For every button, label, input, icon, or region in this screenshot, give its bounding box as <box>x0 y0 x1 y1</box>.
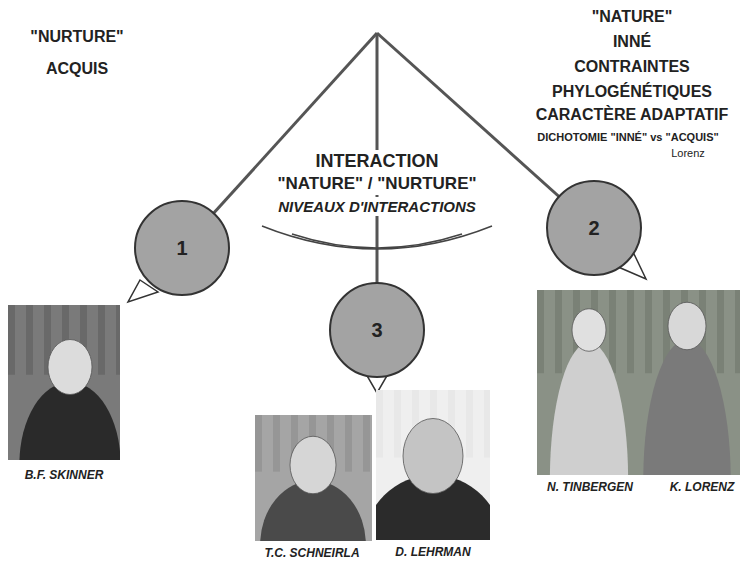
swing-arc <box>262 226 492 249</box>
figure-head <box>668 302 706 350</box>
photo-caption: B.F. SKINNER <box>25 468 104 482</box>
photo-detail <box>627 290 634 373</box>
figure-head <box>48 340 92 395</box>
swing-arc <box>292 234 462 248</box>
photo-detail <box>98 305 105 375</box>
photo-detail <box>255 415 262 472</box>
photo-detail <box>26 305 33 375</box>
figure-head <box>572 309 606 352</box>
portrait-photo: D. LEHRMAN <box>376 390 490 540</box>
figure-head <box>403 419 463 494</box>
photo-caption: K. LORENZ <box>670 480 735 494</box>
photo-detail <box>273 415 280 472</box>
photo-detail <box>345 415 352 472</box>
nurture-heading: ACQUIS <box>46 60 108 78</box>
photo-detail <box>537 290 544 373</box>
photo-detail <box>116 305 120 375</box>
callout-circle: 1 <box>133 199 231 297</box>
photo-detail <box>645 290 652 373</box>
circle-shape <box>135 201 229 295</box>
circle-shape <box>330 283 424 377</box>
nature-heading: "NATURE" <box>592 8 673 26</box>
photo-detail <box>363 415 370 472</box>
callout-number: 2 <box>588 217 599 240</box>
photo-caption: D. LEHRMAN <box>395 545 470 559</box>
nature-heading: CARACTÈRE ADAPTATIF <box>536 106 729 124</box>
center-heading: INTERACTION <box>310 150 445 173</box>
figure-body <box>643 340 730 476</box>
center-subheading: NIVEAUX D'INTERACTIONS <box>272 197 482 216</box>
photo-detail <box>609 290 616 373</box>
callout-circle: 2 <box>545 179 643 277</box>
photo-image <box>376 390 490 540</box>
center-heading: "NATURE" / "NURTURE" <box>271 173 482 195</box>
portrait-photo: T.C. SCHNEIRLA <box>255 415 372 541</box>
photo-caption: N. TINBERGEN <box>547 480 633 494</box>
portrait-photo: B.F. SKINNER <box>8 305 120 460</box>
photo-detail <box>484 390 490 458</box>
figure-body <box>550 343 628 476</box>
photo-image <box>537 290 740 475</box>
nature-heading: INNÉ <box>613 33 651 51</box>
circle-shape <box>547 181 641 275</box>
photo-image <box>8 305 120 460</box>
nature-note: DICHOTOMIE "INNÉ" vs "ACQUIS" <box>537 131 718 143</box>
photo-detail <box>555 290 562 373</box>
nurture-heading: "NURTURE" <box>30 28 123 46</box>
figure-head <box>290 436 336 494</box>
portrait-photo: N. TINBERGENK. LORENZ <box>537 290 740 475</box>
photo-detail <box>717 290 724 373</box>
nature-heading: CONTRAINTES <box>574 58 690 76</box>
photo-image <box>255 415 372 541</box>
nature-heading: PHYLOGÉNÉTIQUES <box>552 83 712 101</box>
photo-detail <box>376 390 383 458</box>
callout-number: 3 <box>371 319 382 342</box>
callout-number: 1 <box>176 237 187 260</box>
photo-detail <box>394 390 401 458</box>
author-note: Lorenz <box>671 147 705 159</box>
callout-circle: 3 <box>328 281 426 379</box>
photo-caption: T.C. SCHNEIRLA <box>264 546 359 560</box>
photo-detail <box>466 390 473 458</box>
photo-detail <box>735 290 740 373</box>
photo-detail <box>8 305 15 375</box>
